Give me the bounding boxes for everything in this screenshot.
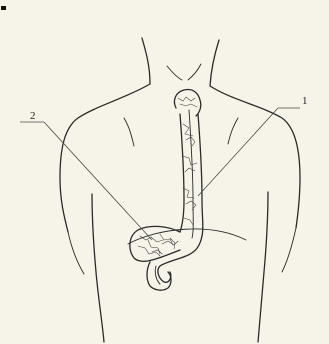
esophagus xyxy=(174,89,202,238)
diaphragm-line xyxy=(128,229,246,244)
callout-1-label: 1 xyxy=(302,95,308,107)
stomach xyxy=(130,226,202,290)
callout-2-label: 2 xyxy=(30,110,36,122)
neck-outline xyxy=(142,38,219,86)
callout-1-leader xyxy=(198,108,278,196)
corner-mark xyxy=(1,6,6,10)
leader-lines xyxy=(20,108,300,240)
